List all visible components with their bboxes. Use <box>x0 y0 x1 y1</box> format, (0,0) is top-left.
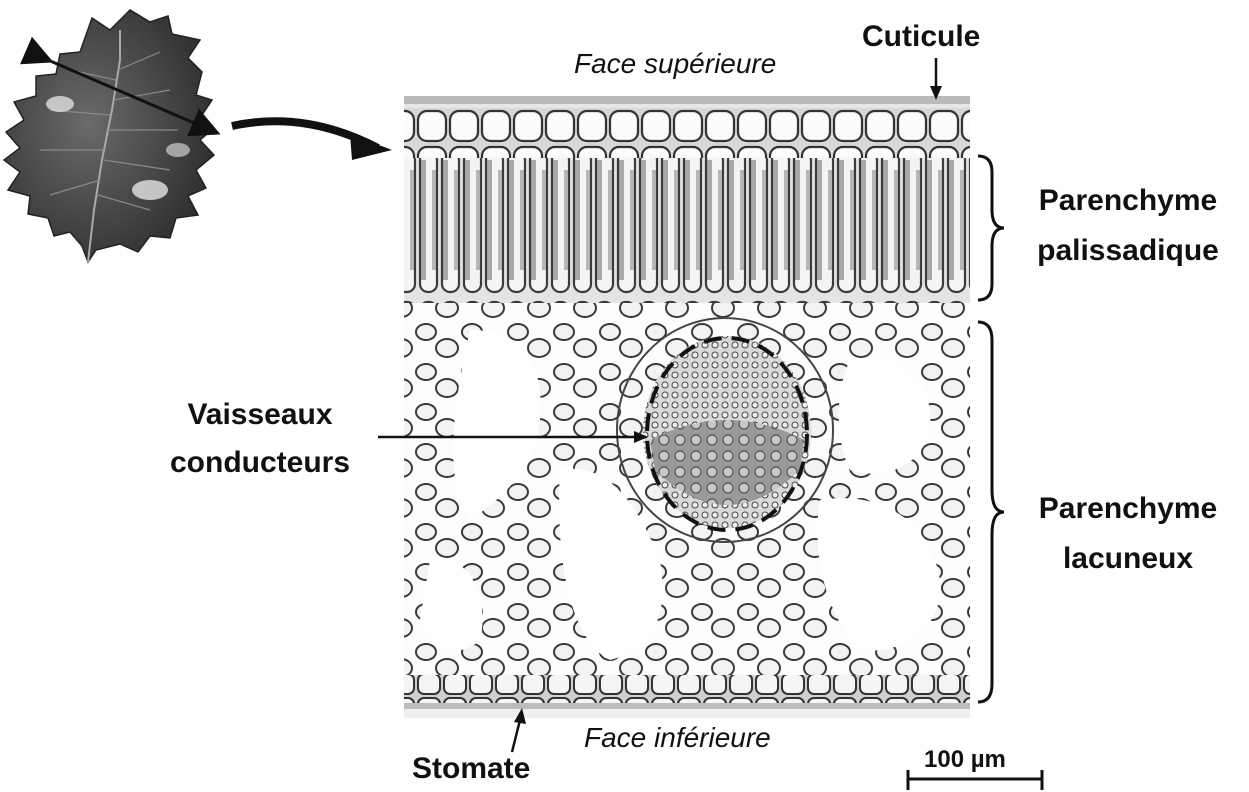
spongy-label-line2: lacuneux <box>1062 542 1194 575</box>
vessels-label-line2: conducteurs <box>169 446 351 479</box>
palisade-label-line1: Parenchyme <box>1038 184 1218 217</box>
scale-bar-label: 100 µm <box>924 746 1006 773</box>
stomata-label: Stomate <box>412 752 531 785</box>
vessel-highlight-circle <box>645 336 809 532</box>
palisade-label-line2: palissadique <box>1037 234 1219 267</box>
spongy-label-line1: Parenchyme <box>1038 492 1218 525</box>
lower-face-label: Face inférieure <box>584 722 771 753</box>
upper-face-label: Face supérieure <box>574 48 777 79</box>
vessels-label-line1: Vaisseaux <box>187 398 333 431</box>
cuticle-label: Cuticule <box>862 20 981 53</box>
